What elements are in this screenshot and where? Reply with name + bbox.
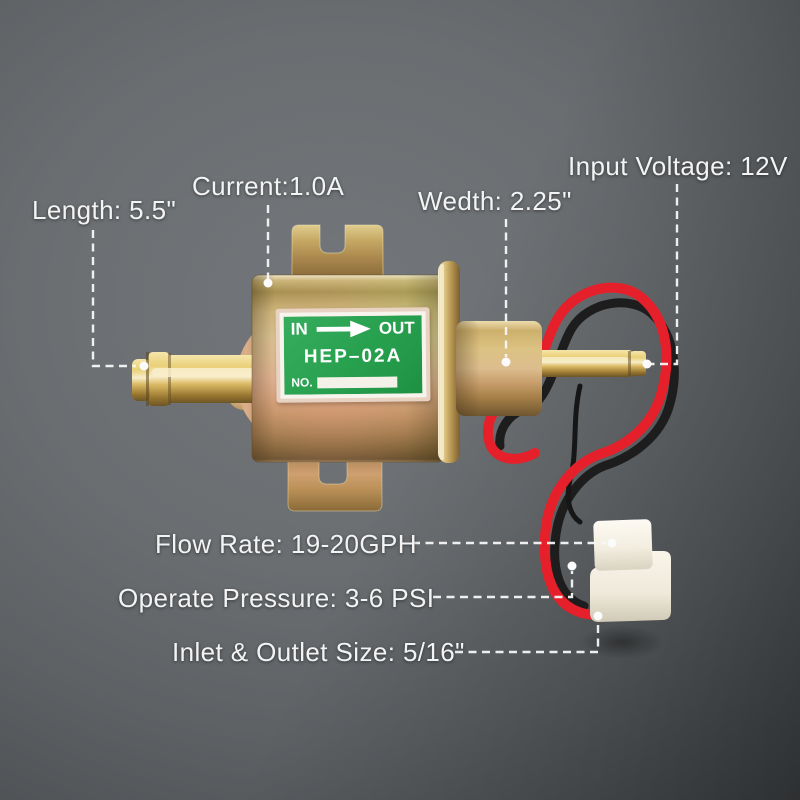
inlet-outlet-annotation: Inlet & Outlet Size: 5/16" [172, 637, 465, 667]
inlet-callout-line [455, 621, 600, 654]
pressure-annotation: Operate Pressure: 3-6 PSI [118, 583, 435, 613]
black-wire-loop [517, 298, 679, 471]
connector-shadow [580, 625, 664, 659]
bottom-mount-bracket [287, 461, 383, 512]
width-annotation: Wedth: 2.25" [418, 186, 572, 216]
pressure-callout-dot [567, 561, 577, 571]
pump-sticker-face: IN OUT HEP–02A NO. [279, 311, 427, 399]
sticker-serial-blank-box [317, 376, 398, 388]
inlet-tube [132, 352, 260, 406]
flow-rate-annotation: Flow Rate: 19-20GPH [155, 529, 417, 559]
current-callout-dot [263, 278, 273, 288]
length-callout-dot [139, 361, 149, 371]
plug-connector [580, 519, 671, 659]
sticker-serial-row: NO. [291, 374, 415, 390]
black-wire-drop [550, 461, 609, 611]
flow-direction-row: IN OUT [291, 318, 415, 339]
sticker-out-text: OUT [378, 318, 415, 338]
sticker-no-text: NO. [291, 375, 313, 390]
red-wire-loop [509, 282, 672, 459]
pump-sticker: IN OUT HEP–02A NO. [275, 307, 431, 403]
voltage-annotation: Input Voltage: 12V [568, 151, 788, 181]
current-annotation: Current:1.0A [192, 171, 345, 201]
sticker-model-text: HEP–02A [303, 345, 403, 368]
pressure-callout-line [433, 571, 574, 599]
length-callout-line [91, 230, 136, 368]
top-mount-bracket [291, 224, 384, 278]
outlet-cylinder [456, 321, 542, 416]
outlet-tube [520, 350, 646, 377]
length-annotation: Length: 5.5" [32, 195, 177, 225]
black-cable-tie [565, 383, 583, 525]
inlet-callout-dot [593, 611, 603, 621]
width-callout-dot [501, 357, 511, 367]
voltage-callout-line [650, 184, 679, 366]
end-cap-flange [438, 261, 460, 463]
connector-upper-block [593, 519, 653, 571]
callout-lines [91, 184, 679, 654]
callout-dots [139, 278, 652, 621]
voltage-callout-dot [642, 359, 652, 369]
sticker-in-text: IN [290, 319, 308, 339]
flow-direction-arrow-icon [316, 320, 371, 338]
flow-callout-dot [607, 538, 617, 548]
